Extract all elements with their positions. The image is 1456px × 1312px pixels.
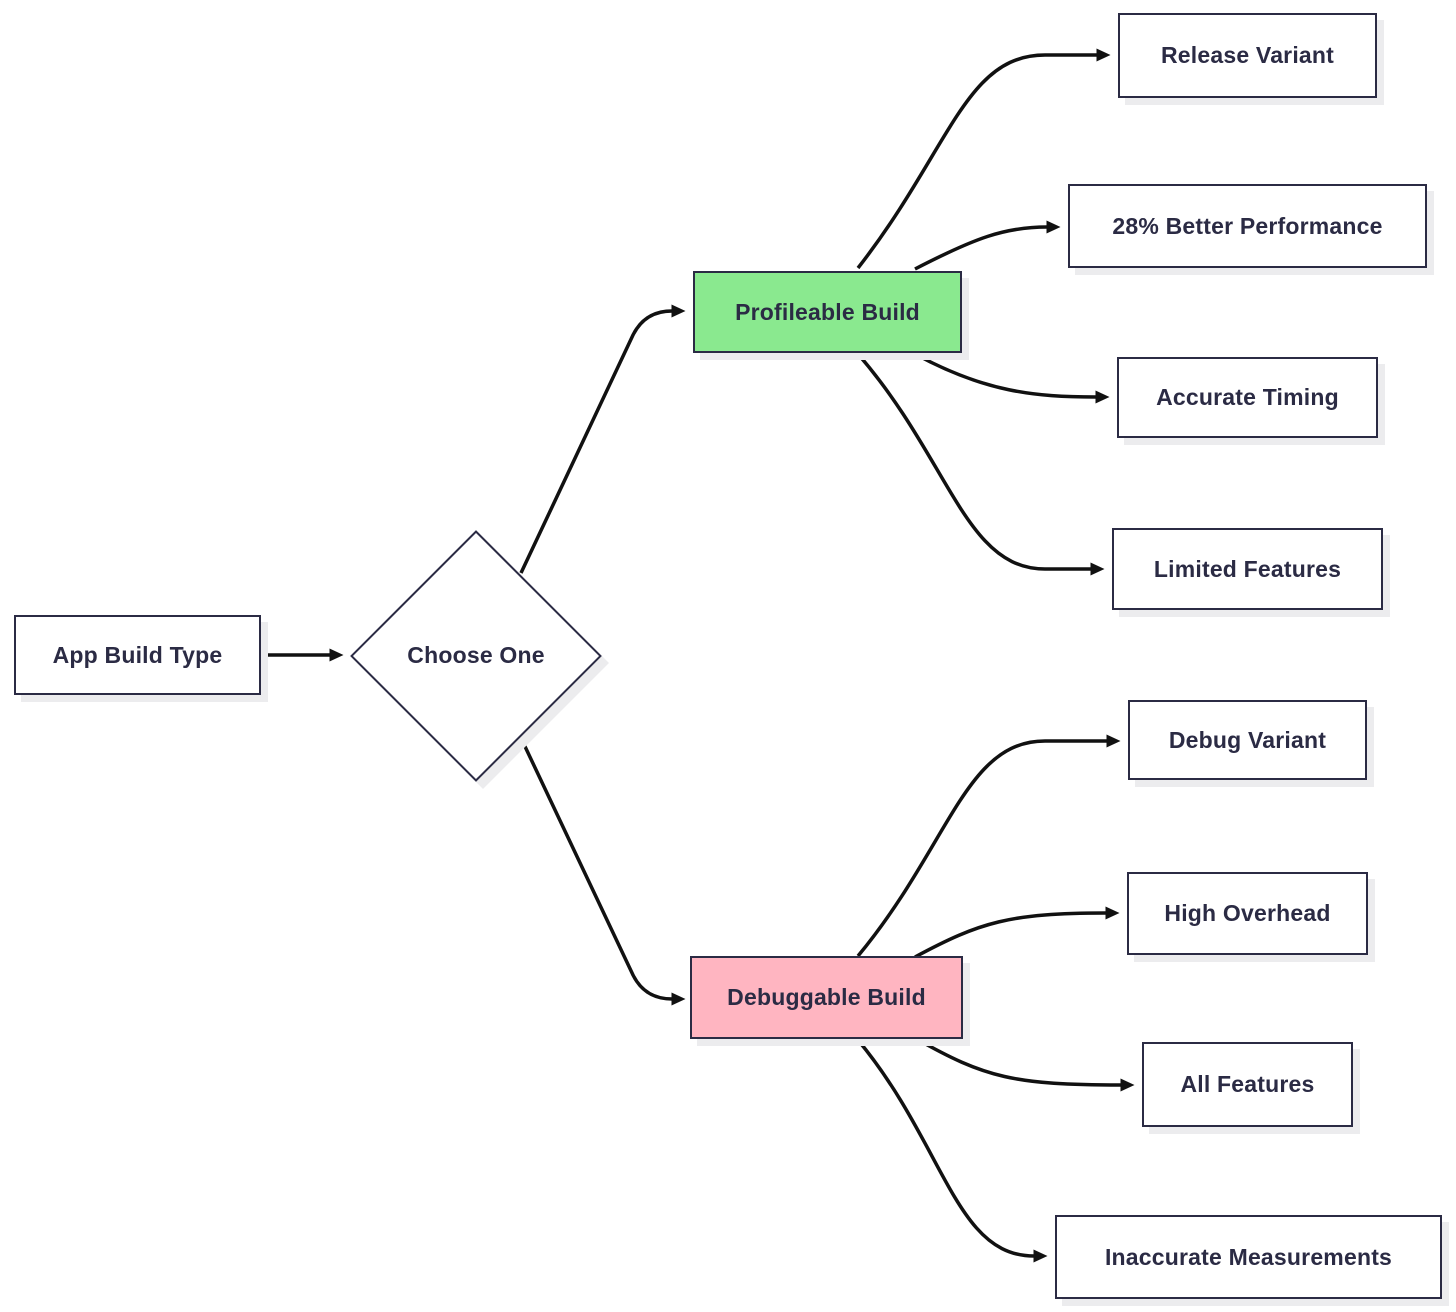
node-release-variant-label: Release Variant bbox=[1160, 42, 1335, 68]
edge-debuggable-to-inaccurate-measurements bbox=[856, 1038, 1048, 1263]
node-debug-variant: Debug Variant bbox=[1128, 700, 1367, 780]
node-inaccurate-measurements: Inaccurate Measurements bbox=[1055, 1215, 1442, 1299]
node-accurate-timing: Accurate Timing bbox=[1117, 357, 1378, 438]
node-debuggable-build-label: Debuggable Build bbox=[727, 984, 926, 1010]
edge-debuggable-to-high-overhead bbox=[914, 906, 1120, 959]
node-better-performance-label: 28% Better Performance bbox=[1112, 212, 1383, 239]
node-debuggable-build: Debuggable Build bbox=[690, 956, 963, 1039]
node-limited-features-label: Limited Features bbox=[1153, 555, 1342, 582]
node-app-build-type-label: App Build Type bbox=[52, 641, 223, 668]
node-all-features: All Features bbox=[1142, 1042, 1353, 1127]
node-limited-features: Limited Features bbox=[1112, 528, 1383, 610]
edge-profileable-to-release-variant bbox=[856, 48, 1111, 270]
node-profileable-build: Profileable Build bbox=[693, 271, 962, 353]
node-app-build-type: App Build Type bbox=[14, 615, 261, 695]
edge-profileable-to-limited-features bbox=[856, 352, 1105, 576]
edge-decision-to-profileable bbox=[519, 304, 686, 574]
node-accurate-timing-label: Accurate Timing bbox=[1156, 384, 1339, 410]
node-high-overhead: High Overhead bbox=[1127, 872, 1368, 955]
edge-debuggable-to-all-features bbox=[914, 1036, 1135, 1092]
edge-profileable-to-better-performance bbox=[914, 220, 1061, 271]
edge-debuggable-to-debug-variant bbox=[856, 734, 1121, 958]
node-choose-one-label: Choose One bbox=[407, 641, 545, 668]
node-better-performance: 28% Better Performance bbox=[1068, 184, 1427, 268]
node-release-variant: Release Variant bbox=[1118, 13, 1377, 98]
node-profileable-build-label: Profileable Build bbox=[735, 298, 920, 325]
edge-decision-to-debuggable bbox=[519, 737, 686, 1006]
node-debug-variant-label: Debug Variant bbox=[1168, 726, 1327, 753]
node-choose-one: Choose One bbox=[350, 530, 602, 782]
node-all-features-label: All Features bbox=[1180, 1071, 1315, 1097]
node-inaccurate-measurements-label: Inaccurate Measurements bbox=[1104, 1243, 1393, 1270]
edge-profileable-to-accurate-timing bbox=[914, 352, 1110, 404]
node-high-overhead-label: High Overhead bbox=[1164, 900, 1331, 926]
